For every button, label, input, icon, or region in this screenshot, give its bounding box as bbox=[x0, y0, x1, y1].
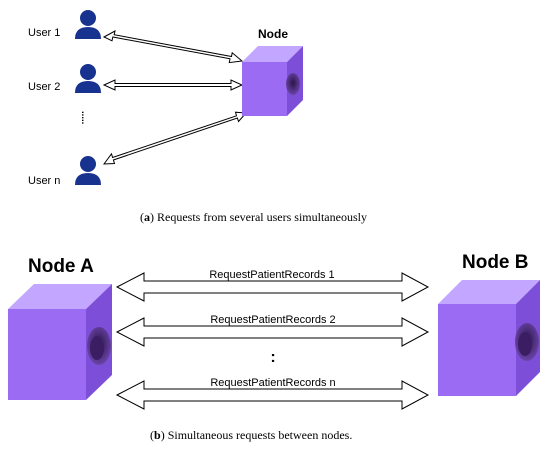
double-arrow-icon bbox=[115, 317, 430, 347]
request-label: RequestPatientRecords n bbox=[210, 377, 335, 389]
caption-a: (a) Requests from several users simultan… bbox=[140, 210, 367, 224]
double-arrow-icon bbox=[115, 380, 430, 410]
double-arrow-icon bbox=[102, 111, 248, 165]
panel-b: Node A Node B RequestPatientReco bbox=[8, 252, 540, 442]
request-label: RequestPatientRecords 1 bbox=[209, 269, 334, 281]
node-a-label: Node A bbox=[28, 256, 94, 277]
node-label: Node bbox=[258, 27, 288, 41]
node-b-label: Node B bbox=[462, 252, 529, 273]
double-arrow-icon bbox=[102, 30, 244, 64]
node-cube-icon bbox=[242, 46, 303, 116]
caption-b: (b) Simultaneous requests between nodes. bbox=[150, 428, 352, 442]
node-cube-icon bbox=[8, 284, 112, 400]
user-icon bbox=[75, 64, 101, 93]
ellipsis: ····· bbox=[76, 110, 92, 124]
panel-a: User 1 User 2 User n ····· Node (a) Requ… bbox=[28, 10, 367, 224]
node-cube-icon bbox=[438, 280, 540, 396]
user-icon bbox=[75, 156, 101, 185]
request-label: RequestPatientRecords 2 bbox=[210, 314, 335, 326]
double-arrow-icon bbox=[102, 79, 244, 91]
ellipsis: : bbox=[270, 349, 275, 366]
user-label: User 2 bbox=[28, 81, 60, 93]
user-label: User 1 bbox=[28, 27, 60, 39]
user-label: User n bbox=[28, 175, 60, 187]
double-arrow-icon bbox=[115, 272, 430, 302]
user-icon bbox=[75, 10, 101, 39]
